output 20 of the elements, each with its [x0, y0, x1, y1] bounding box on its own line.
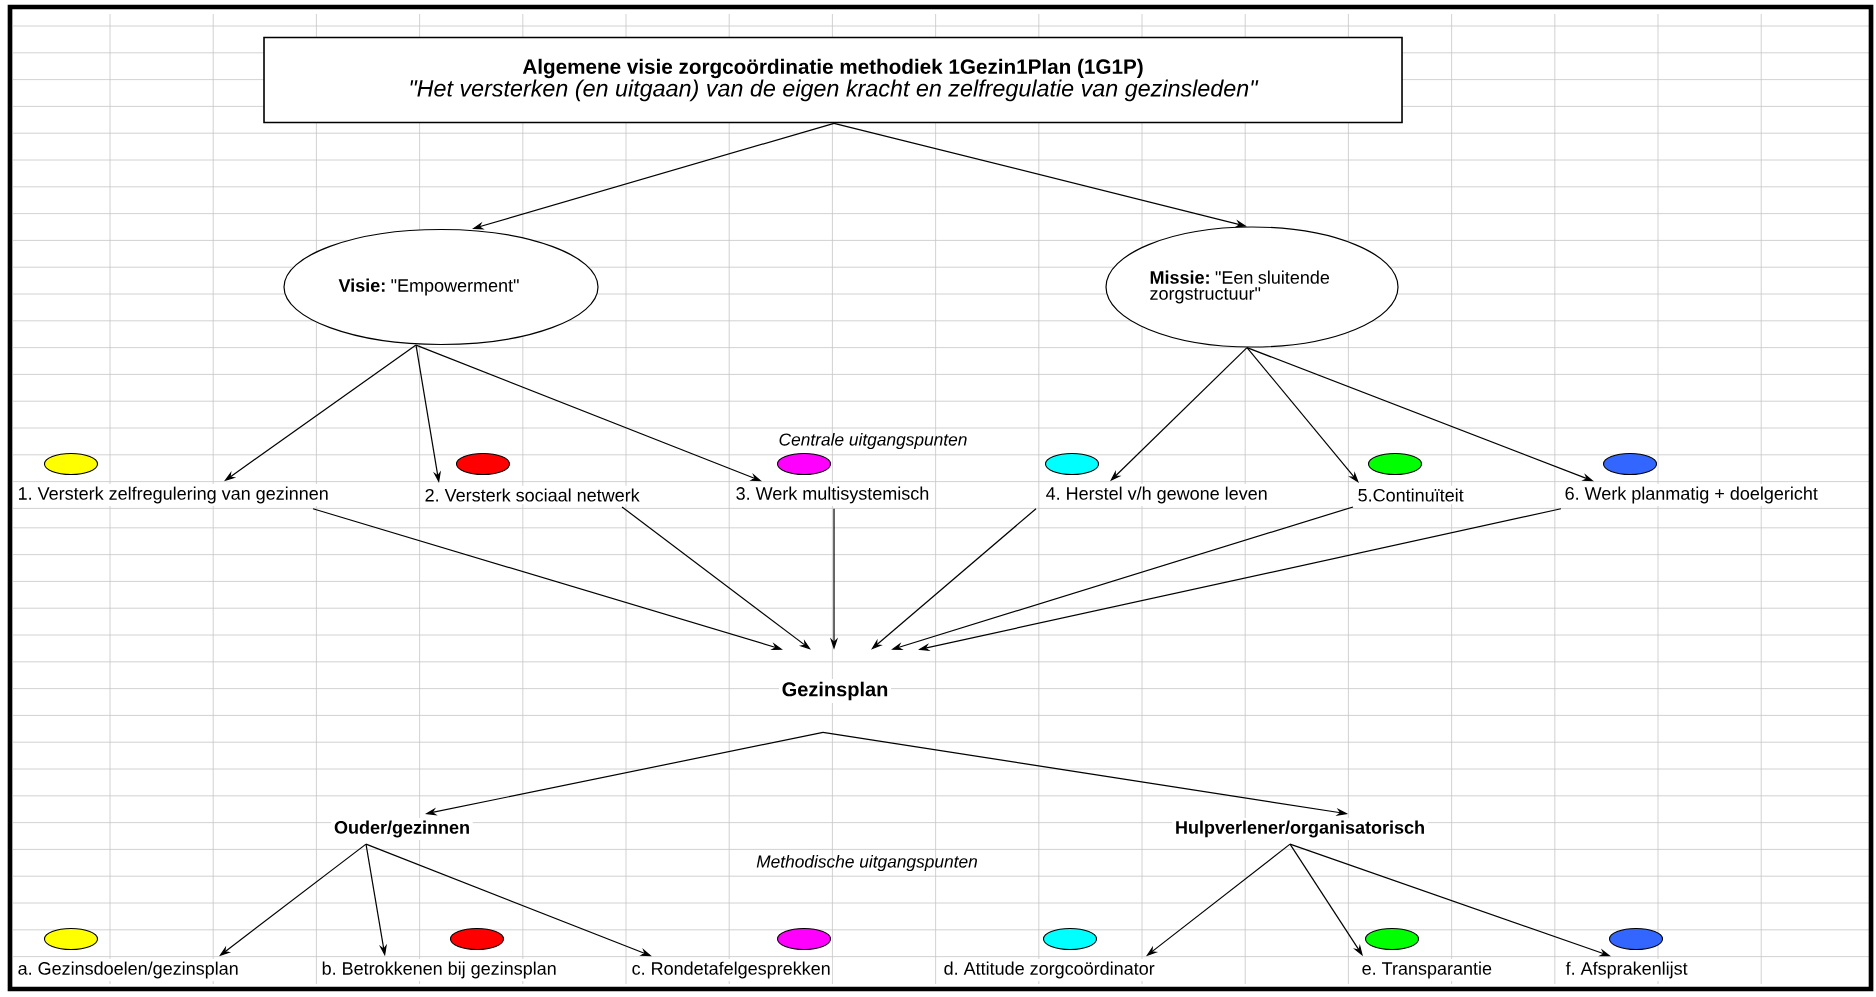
group-heading: Ouder/gezinnen	[331, 817, 473, 841]
section-label: Methodische uitgangspunten	[756, 854, 977, 872]
principle-text: c. Rondetafelgesprekken	[630, 958, 833, 982]
ellipse-node: Visie: "Empowerment"	[283, 228, 599, 346]
principle-text: f. Afsprakenlijst	[1564, 958, 1689, 982]
center-text: Gezinsplan	[779, 679, 891, 703]
arrow	[621, 506, 811, 650]
section-label: Centrale uitgangspunten	[779, 432, 967, 450]
principle-text: e. Transparantie	[1360, 958, 1494, 982]
group-heading: Hulpverlener/organisatorisch	[1172, 817, 1428, 841]
principle-text: d. Attitude zorgcoördinator	[942, 958, 1157, 982]
principle-text: 6. Werk planmatig + doelgericht	[1563, 483, 1820, 507]
arrow	[871, 508, 1037, 650]
title-box: Algemene visie zorgcoördinatie methodiek 1Gezin1Plan (1G1P) "Het versterken (en uitgaan) van de eigen kracht en zelfregulatie van gezinsleden"	[263, 36, 1403, 124]
ellipse-node: Missie: "Een sluitende zorgstructuur"	[1105, 226, 1399, 348]
principle-text: 1. Versterk zelfregulering van gezinnen	[16, 483, 331, 507]
principle-text: 4. Herstel v/h gewone leven	[1044, 483, 1270, 507]
principle-text: a. Gezinsdoelen/gezinsplan	[16, 958, 241, 982]
principle-text: b. Betrokkenen bij gezinsplan	[320, 958, 559, 982]
principle-text: 3. Werk multisystemisch	[734, 483, 931, 507]
